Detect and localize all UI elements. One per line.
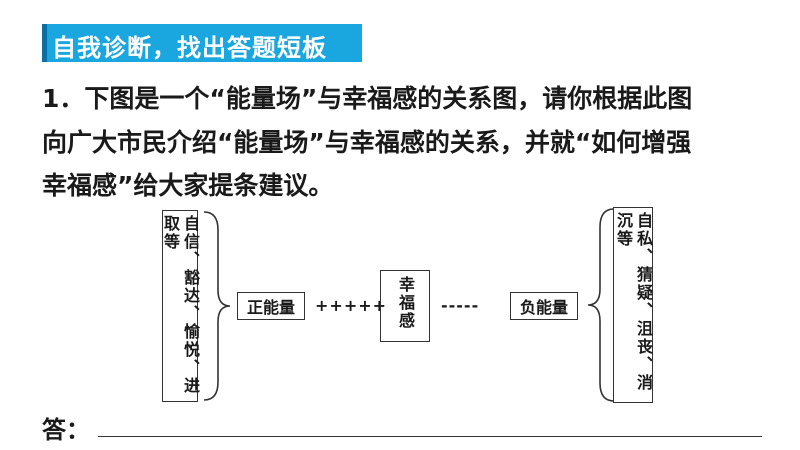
negative-energy-box: 负能量 — [510, 292, 578, 320]
right-brace — [587, 208, 615, 402]
answer-label: 答： — [42, 416, 90, 444]
left-brace — [203, 211, 231, 401]
section-header-bar — [42, 24, 362, 62]
section-title: 自我诊断，找出答题短板 — [52, 34, 327, 62]
question-line-3: 幸福感”给大家提条建议。 — [42, 171, 334, 200]
negative-traits-text: 自私、猜疑、沮丧、消沉等 — [614, 212, 653, 392]
question-line-1: 1．下图是一个“能量场”与幸福感的关系图，请你根据此图 — [42, 84, 693, 113]
negative-connector: ----- — [441, 296, 480, 315]
happiness-text: 幸福感 — [396, 276, 415, 330]
positive-traits-box: 自信、豁达、愉悦、进取等 — [161, 210, 200, 402]
happiness-box: 幸福感 — [380, 270, 430, 342]
positive-energy-box: 正能量 — [237, 292, 305, 320]
answer-line[interactable] — [98, 436, 762, 437]
positive-connector: +++++ — [315, 296, 388, 315]
question-line-2: 向广大市民介绍“能量场”与幸福感的关系，并就“如何增强 — [42, 128, 692, 157]
negative-traits-box: 自私、猜疑、沮丧、消沉等 — [613, 207, 653, 403]
positive-traits-text: 自信、豁达、愉悦、进取等 — [161, 215, 200, 395]
